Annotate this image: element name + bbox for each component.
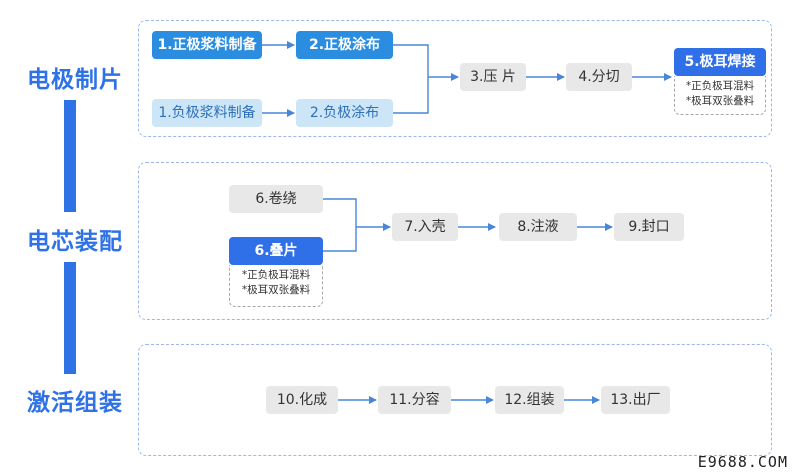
stage-label-assembly: 电芯装配	[27, 229, 123, 255]
node-pressing: 3.压 片	[460, 63, 526, 91]
node-winding: 6.卷绕	[229, 185, 323, 213]
note-line-mixed-tabs: *正负极耳混料	[685, 80, 755, 92]
note-line-double-sheet: *极耳双张叠料	[685, 95, 755, 107]
stage-label-electrode: 电极制片	[27, 67, 123, 93]
node-positive-coating: 2.正极涂布	[296, 31, 393, 59]
note-line-mixed-tabs: *正负极耳混料	[241, 269, 311, 281]
tab-welding-notes: *正负极耳混料 *极耳双张叠料	[674, 76, 766, 115]
stage-label-activation: 激活组装	[27, 390, 123, 416]
note-line-double-sheet: *极耳双张叠料	[241, 284, 311, 296]
stacking-notes: *正负极耳混料 *极耳双张叠料	[229, 265, 323, 307]
node-grading: 11.分容	[378, 386, 451, 414]
node-casing: 7.入壳	[392, 213, 458, 241]
assembly-panel	[138, 162, 772, 320]
merge-bracket-coating	[393, 44, 429, 114]
node-shipping: 13.出厂	[601, 386, 670, 414]
node-injection: 8.注液	[499, 213, 577, 241]
node-sealing: 9.封口	[614, 213, 684, 241]
node-negative-coating: 2.负极涂布	[296, 99, 393, 127]
merge-bracket-winding-stacking	[323, 198, 357, 252]
stage-connector-bar-2	[64, 262, 76, 374]
node-formation: 10.化成	[266, 386, 338, 414]
stage-connector-bar-1	[64, 100, 76, 212]
node-packing: 12.组装	[495, 386, 564, 414]
node-slitting: 4.分切	[566, 63, 632, 91]
node-negative-slurry: 1.负极浆料制备	[152, 99, 262, 127]
electrode-panel	[138, 20, 772, 137]
node-tab-welding: 5.极耳焊接	[674, 48, 766, 76]
watermark-text: E9688.COM	[697, 453, 788, 471]
activation-panel	[138, 344, 772, 456]
node-stacking: 6.叠片	[229, 237, 323, 265]
node-positive-slurry: 1.正极浆料制备	[152, 31, 262, 59]
